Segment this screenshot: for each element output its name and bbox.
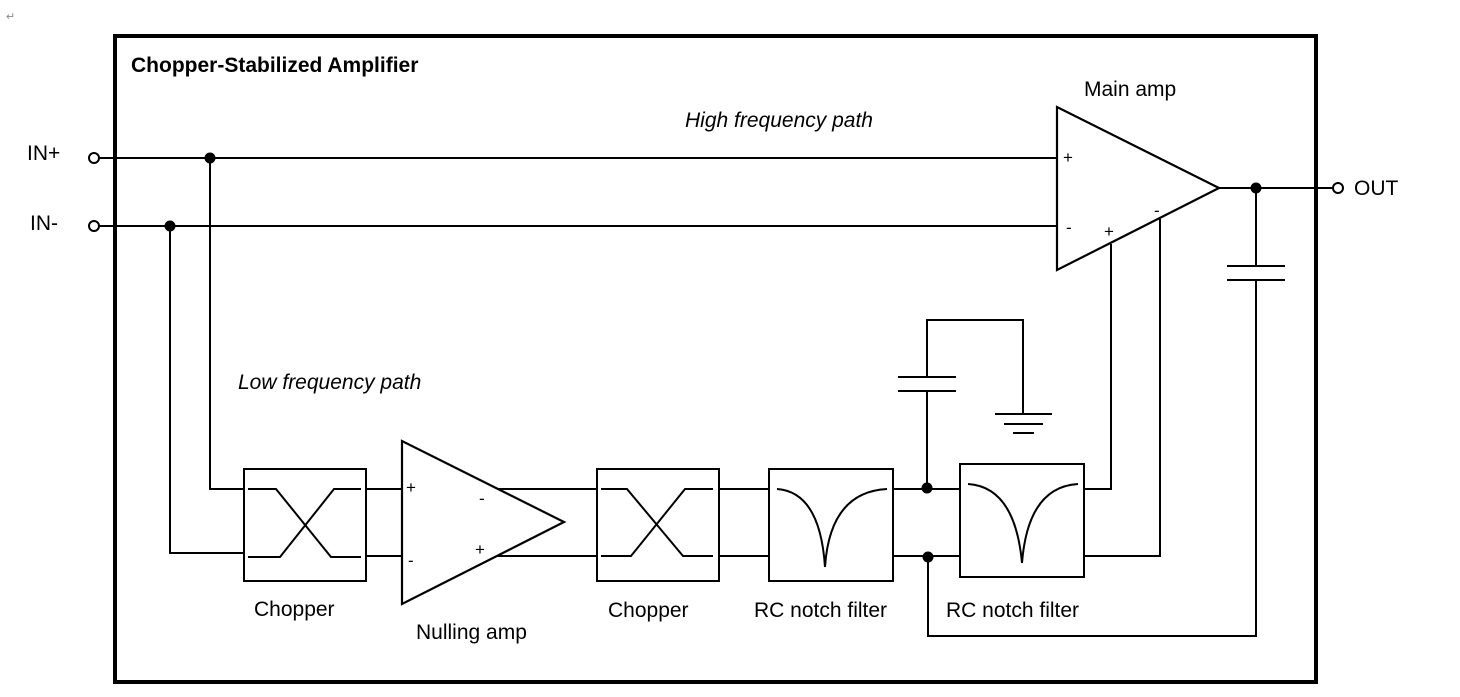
main-amp-aux-pin-plus: + — [1104, 222, 1114, 241]
main-amp-pin-plus: + — [1063, 148, 1073, 167]
ground-icon — [995, 413, 1052, 434]
in-plus-label: IN+ — [27, 142, 60, 165]
chopper-1-label: Chopper — [254, 598, 335, 621]
aux-plus-wire — [1084, 244, 1112, 490]
nulling-amp-out-minus: - — [479, 489, 485, 508]
main-amp-label: Main amp — [1084, 78, 1176, 101]
chopper-2-label: Chopper — [608, 599, 689, 622]
chopper-2: Chopper — [596, 468, 720, 622]
nulling-amp-pin-plus: + — [406, 478, 416, 497]
low-frequency-path-label: Low frequency path — [238, 371, 421, 394]
in-minus-terminal[interactable] — [88, 220, 100, 232]
main-amp-aux-pin-minus: - — [1154, 201, 1160, 220]
capacitor-output — [927, 188, 1285, 637]
high-frequency-path-label: High frequency path — [685, 109, 873, 132]
paragraph-mark: ↵ — [6, 11, 15, 23]
notch-filter-1: RC notch filter — [754, 468, 894, 622]
notch-filter-2-label: RC notch filter — [946, 599, 1079, 622]
junction-dot — [922, 551, 934, 563]
main-amp: Main amp + - + - — [1055, 78, 1222, 272]
in-minus-branch-wire — [169, 226, 244, 554]
in-plus-terminal[interactable] — [88, 152, 100, 164]
nulling-amp-pin-minus: - — [408, 551, 414, 570]
notch-filter-1-label: RC notch filter — [754, 599, 887, 622]
diagram-title: Chopper-Stabilized Amplifier — [131, 54, 418, 77]
aux-minus-wire — [1084, 219, 1161, 557]
out-terminal[interactable] — [1332, 182, 1344, 194]
nulling-amp-label: Nulling amp — [416, 621, 527, 644]
main-amp-pin-minus: - — [1066, 218, 1072, 237]
chopper-1: Chopper — [243, 468, 367, 621]
nulling-amp: + - - + Nulling amp — [400, 439, 567, 644]
in-minus-label: IN- — [30, 212, 58, 235]
nulling-amp-out-plus: + — [475, 540, 485, 559]
notch-filter-2: RC notch filter — [946, 463, 1085, 622]
in-plus-branch-wire — [209, 158, 244, 490]
out-label: OUT — [1354, 177, 1399, 200]
amplifier-frame — [113, 34, 1318, 684]
capacitor-notch — [898, 319, 1024, 488]
